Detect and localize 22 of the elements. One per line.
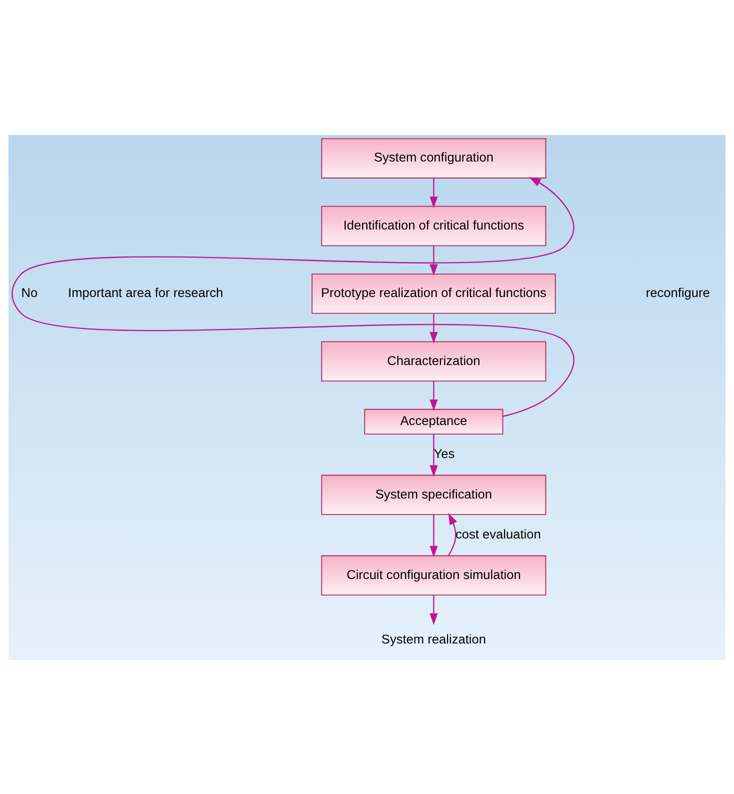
label: Important area for research [68, 284, 224, 300]
label: reconfigure [646, 284, 710, 300]
node-box: Circuit configuration simulation [321, 554, 546, 596]
node-box: Prototype realization of critical functions [312, 273, 556, 314]
arrow [12, 176, 574, 416]
arrow [430, 313, 438, 343]
arrow [430, 434, 438, 476]
node-box: Acceptance [364, 408, 504, 434]
arrow [430, 245, 438, 276]
arrow [430, 178, 438, 208]
arrow [430, 380, 438, 410]
node-text: System realization [381, 630, 486, 646]
node-box: Identification of critical functions [321, 205, 546, 246]
arrow [430, 514, 438, 557]
node-box: System configuration [321, 138, 546, 178]
arrow [448, 512, 458, 556]
arrow [430, 594, 438, 624]
edge-label: No [21, 284, 38, 300]
edge-label: cost evaluation [456, 526, 541, 542]
edge-label: Yes [434, 446, 455, 461]
node-box: Characterization [321, 340, 546, 381]
node-box: System specification [321, 474, 546, 515]
